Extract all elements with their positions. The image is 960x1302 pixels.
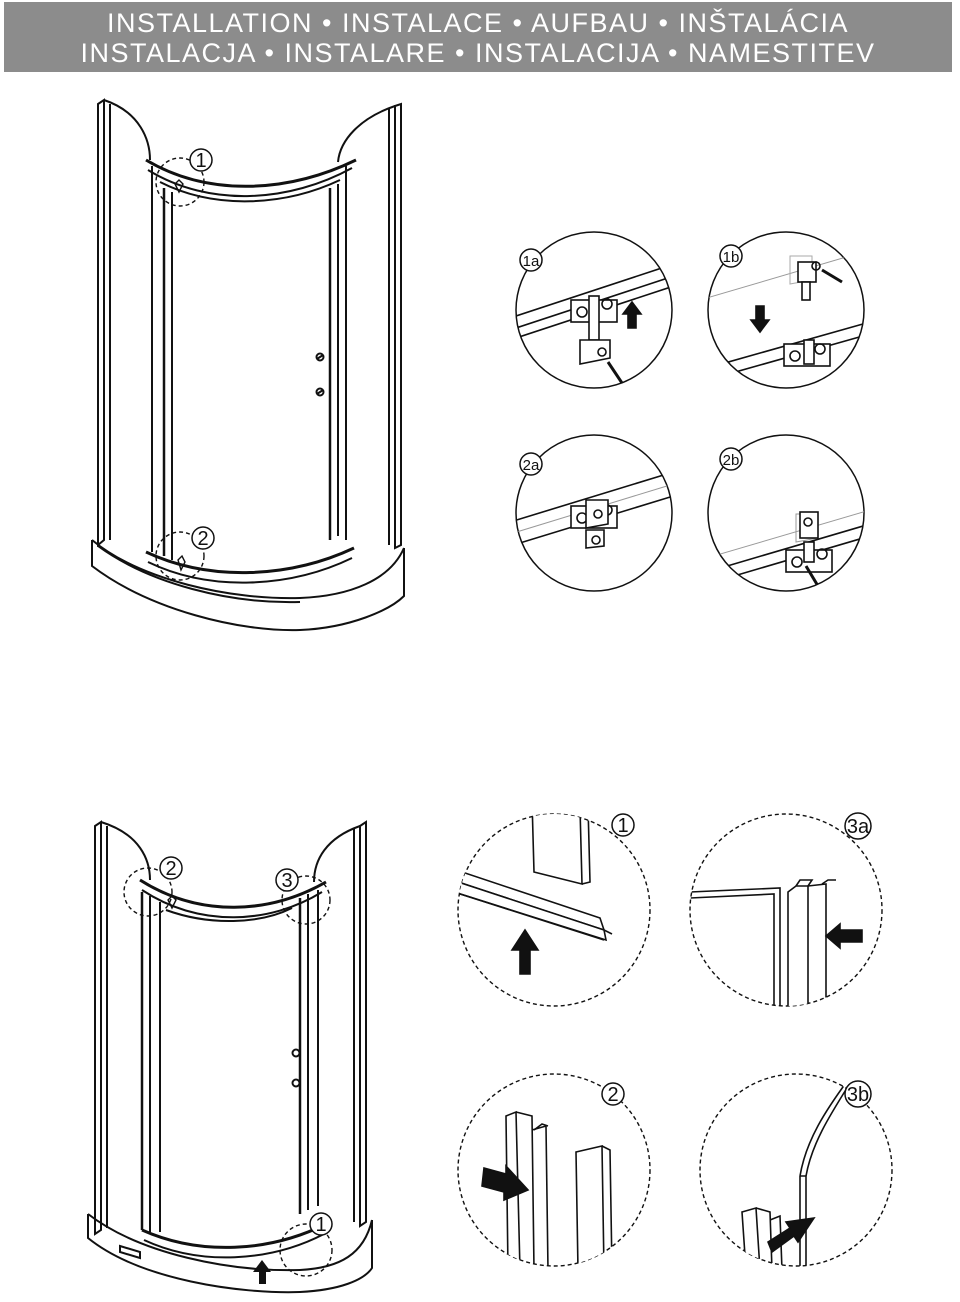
callout-2-top: 2	[191, 526, 215, 550]
header-banner: INSTALLATION • INSTALACE • AUFBAU • INŠT…	[4, 2, 952, 72]
detail-2a: 2a	[515, 434, 673, 592]
callout-label: 2	[165, 858, 176, 880]
detail-seal-3a: 3a	[689, 812, 883, 1007]
callout-label: 3	[281, 870, 292, 892]
detail-label: 2b	[723, 452, 740, 469]
detail-2b: 2b	[707, 434, 865, 592]
header-title-line-2: INSTALACJA • INSTALARE • INSTALACIJA • N…	[80, 38, 876, 68]
callout-3-bottom: 3	[275, 868, 299, 892]
callout-1-top: 1	[189, 148, 213, 172]
detail-label: 1a	[523, 253, 540, 270]
detail-label: 2a	[523, 457, 540, 474]
callout-label: 1	[195, 150, 206, 172]
detail-seal-1: 1	[457, 813, 651, 1007]
shower-enclosure-top	[91, 98, 405, 632]
detail-1a: 1a	[515, 231, 673, 389]
detail-1b: 1b	[707, 231, 865, 389]
header-title-line-1: INSTALLATION • INSTALACE • AUFBAU • INŠT…	[106, 8, 849, 38]
detail-seal-2: 2	[457, 1073, 651, 1267]
callout-label: 2	[197, 528, 208, 550]
detail-label: 1b	[723, 249, 740, 266]
detail-seal-3b: 3b	[699, 1073, 893, 1267]
shower-enclosure-bottom	[87, 820, 373, 1294]
callout-2-bottom: 2	[159, 856, 183, 880]
detail-label: 1	[617, 815, 628, 837]
callout-label: 1	[315, 1214, 326, 1236]
detail-label: 3b	[847, 1084, 869, 1106]
callout-1-bottom: 1	[309, 1212, 333, 1236]
detail-label: 3a	[847, 816, 870, 838]
detail-label: 2	[607, 1084, 618, 1106]
